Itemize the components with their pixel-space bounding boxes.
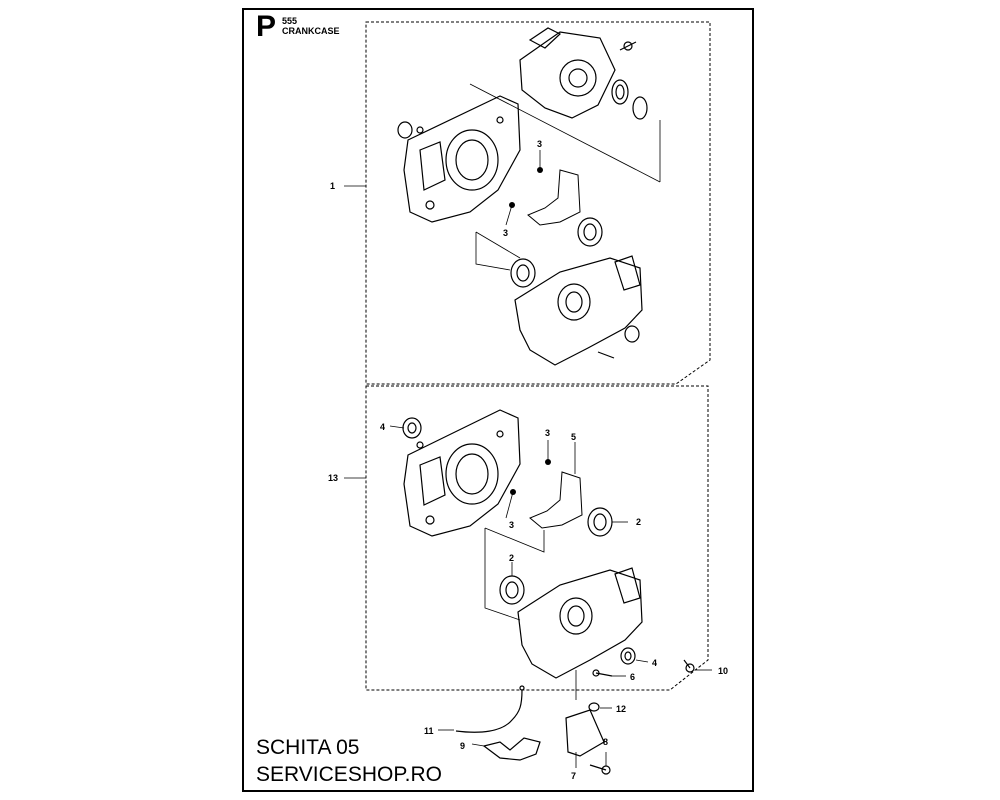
section-letter: P [256, 10, 277, 43]
bearing-upper-right [577, 217, 603, 247]
bearing-lower-lower [499, 575, 525, 605]
site-label: SERVICESHOP.RO [256, 763, 442, 786]
callout-9: 9 [460, 741, 465, 751]
model-number: 555 [282, 16, 298, 26]
wire-11 [455, 685, 525, 733]
bearing-lower-right [587, 507, 613, 537]
callout-11: 11 [424, 726, 434, 736]
crankcase-half-upper-right [514, 255, 643, 366]
callout-12: 12 [616, 704, 626, 714]
callout-13: 13 [328, 473, 338, 483]
callout-1: 1 [330, 181, 335, 191]
section-title: CRANKCASE [282, 26, 340, 36]
callout-5: 5 [571, 432, 576, 442]
bearing-upper-lower [510, 258, 536, 288]
seal-lower-left [402, 417, 422, 439]
callout-7: 7 [571, 771, 576, 781]
part-9 [482, 737, 541, 761]
callout-3c: 3 [545, 428, 550, 438]
callout-4b: 4 [652, 658, 657, 668]
gasket-lower [529, 471, 583, 529]
gasket-upper [527, 169, 581, 226]
seal-lower-right [620, 647, 636, 665]
callout-2b: 2 [509, 553, 514, 563]
callout-8: 8 [603, 737, 608, 747]
crankcase-half-upper-left [403, 95, 521, 223]
callout-2a: 2 [636, 517, 641, 527]
callout-labels: 1 3 3 4 3 5 13 2 3 2 4 10 6 11 12 9 8 7 [328, 139, 728, 781]
assembly-box-13 [365, 385, 709, 691]
callout-3a: 3 [537, 139, 542, 149]
callout-3b: 3 [503, 228, 508, 238]
assembly-box-1 [365, 21, 711, 385]
callout-10: 10 [718, 666, 728, 676]
screw-10 [683, 659, 695, 673]
seal-upper-left [397, 121, 413, 139]
drawing-sheet [242, 8, 754, 792]
crankcase-half-lower-right [517, 567, 643, 679]
callout-4a: 4 [380, 422, 385, 432]
fitting-12 [588, 702, 600, 712]
clutch-cover-part [519, 27, 648, 120]
crankcase-half-lower-left [403, 409, 521, 537]
callout-3d: 3 [509, 520, 514, 530]
schema-label: SCHITA 05 [256, 736, 360, 759]
callout-6: 6 [630, 672, 635, 682]
screw-6 [592, 669, 613, 677]
